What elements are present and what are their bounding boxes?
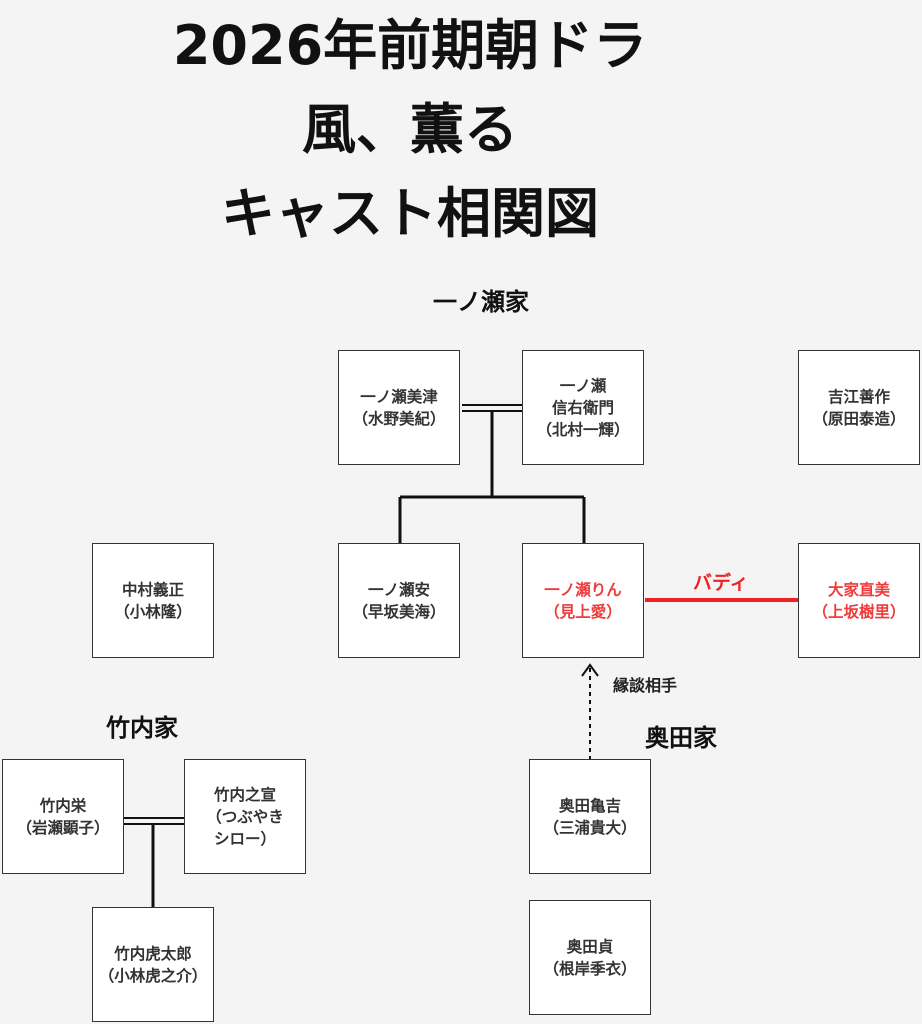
- person-name: 竹内之宣: [213, 785, 276, 804]
- person-actor: （早坂美海）: [352, 602, 446, 621]
- person-actor: （小林隆）: [114, 602, 192, 621]
- title-line-1: 2026年前期朝ドラ: [172, 14, 648, 77]
- title-line-3: キャスト相関図: [221, 182, 599, 245]
- person-name: 竹内虎太郎: [114, 944, 192, 963]
- person-name: 一ノ瀬美津: [360, 387, 438, 406]
- person-name: 奥田亀吉: [558, 796, 621, 815]
- buddy-label: バディ: [693, 572, 749, 594]
- person-actor: （北村一輝）: [536, 420, 630, 439]
- person-box-yoshie: 吉江善作 （原田泰造）: [798, 350, 920, 465]
- person-name: 一ノ瀬りん: [544, 580, 622, 599]
- person-box-naomi: 大家直美 （上坂樹里）: [798, 543, 920, 658]
- person-actor: （岩瀬顕子）: [16, 818, 110, 837]
- person-box-sada: 奥田貞 （根岸季衣）: [529, 900, 651, 1015]
- person-actor: （水野美紀）: [352, 409, 446, 428]
- person-box-yasu: 一ノ瀬安 （早坂美海）: [338, 543, 460, 658]
- person-actor: （小林虎之介）: [98, 966, 208, 985]
- person-name: 竹内栄: [39, 796, 87, 815]
- person-actor: （上坂樹里）: [812, 602, 906, 621]
- person-name: 大家直美: [827, 580, 890, 599]
- family-label-ichinose: 一ノ瀬家: [433, 288, 529, 316]
- title-line-2: 風、薫る: [302, 98, 518, 161]
- person-name: 一ノ瀬: [559, 376, 607, 395]
- person-box-rin: 一ノ瀬りん （見上愛）: [522, 543, 644, 658]
- person-box-toratarou: 竹内虎太郎 （小林虎之介）: [92, 907, 214, 1022]
- family-label-takeuchi: 竹内家: [106, 714, 178, 742]
- person-box-yukinobu: 竹内之宣 （つぶやき シロー）: [184, 759, 306, 874]
- person-box-shinuemon: 一ノ瀬 信右衛門 （北村一輝）: [522, 350, 644, 465]
- diagram-title: 2026年前期朝ドラ 風、薫る キャスト相関図: [100, 4, 720, 256]
- engagement-arrowhead: [581, 663, 599, 677]
- person-name: 中村義正: [121, 580, 184, 599]
- person-box-nakamura: 中村義正 （小林隆）: [92, 543, 214, 658]
- family-label-okuda: 奥田家: [645, 724, 717, 752]
- person-name: 奥田貞: [566, 937, 614, 956]
- person-name: 一ノ瀬安: [367, 580, 430, 599]
- person-box-mizu: 一ノ瀬美津 （水野美紀）: [338, 350, 460, 465]
- person-actor: （原田泰造）: [812, 409, 906, 428]
- engagement-label: 縁談相手: [613, 676, 678, 695]
- person-actor: （根岸季衣）: [543, 959, 637, 978]
- person-actor-cont: シロー）: [213, 829, 276, 848]
- person-box-kamekichi: 奥田亀吉 （三浦貴大）: [529, 759, 651, 874]
- person-actor: （三浦貴大）: [543, 818, 637, 837]
- person-box-sakae: 竹内栄 （岩瀬顕子）: [2, 759, 124, 874]
- person-name: 吉江善作: [827, 387, 890, 406]
- person-actor: （つぶやき: [206, 807, 284, 826]
- person-actor: （見上愛）: [544, 602, 622, 621]
- person-name-cont: 信右衛門: [551, 398, 614, 417]
